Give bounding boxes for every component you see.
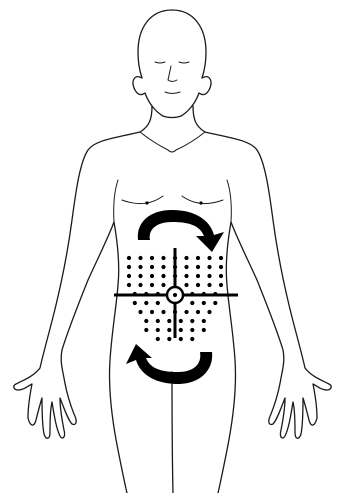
- grid-dot: [156, 319, 160, 323]
- collar-right: [176, 132, 205, 150]
- grid-dot: [213, 301, 217, 305]
- grid-dot: [184, 265, 188, 269]
- grid-dot: [150, 274, 154, 278]
- grid-dot: [207, 274, 211, 278]
- grid-dot: [150, 265, 154, 269]
- grid-dot: [184, 310, 188, 314]
- chest-left: [122, 196, 163, 203]
- mouth: [165, 92, 180, 94]
- grid-dot: [150, 310, 154, 314]
- right-nipple: [199, 201, 202, 204]
- right-armpit: [227, 180, 231, 222]
- grid-dot: [161, 265, 165, 269]
- neck-right: [193, 106, 205, 132]
- chest-right: [182, 196, 223, 203]
- grid-dot: [219, 274, 223, 278]
- grid-dot: [133, 301, 137, 305]
- left-eye: [155, 62, 165, 63]
- grid-dot: [190, 328, 194, 332]
- grid-dot: [156, 328, 160, 332]
- grid-dot: [138, 283, 142, 287]
- grid-dot: [167, 337, 171, 341]
- grid-dot: [127, 265, 131, 269]
- grid-dot: [190, 319, 194, 323]
- sternum-notch: [168, 150, 176, 152]
- right-eye: [179, 62, 189, 63]
- grid-dot: [219, 265, 223, 269]
- grid-dot: [138, 256, 142, 260]
- grid-dot: [184, 256, 188, 260]
- neck-left: [140, 106, 152, 132]
- right-waist: [218, 222, 236, 493]
- nose: [168, 66, 177, 82]
- grid-dot: [138, 310, 142, 314]
- grid-dot: [156, 337, 160, 341]
- left-nipple: [145, 201, 148, 204]
- grid-dot: [202, 301, 206, 305]
- grid-dot: [207, 265, 211, 269]
- grid-dot: [179, 328, 183, 332]
- grid-dot: [167, 328, 171, 332]
- grid-dot: [179, 319, 183, 323]
- grid-dot: [196, 283, 200, 287]
- left-armpit: [114, 180, 118, 222]
- grid-dot: [196, 265, 200, 269]
- grid-dot: [167, 319, 171, 323]
- grid-dot: [161, 310, 165, 314]
- collar-left: [140, 132, 168, 150]
- grid-dot: [196, 256, 200, 260]
- grid-dot: [138, 265, 142, 269]
- grid-dot: [127, 274, 131, 278]
- grid-dot: [156, 301, 160, 305]
- lower-curved-arrow: [126, 344, 212, 384]
- grid-dot: [138, 274, 142, 278]
- grid-dot: [161, 256, 165, 260]
- grid-dot: [144, 319, 148, 323]
- grid-dot: [179, 337, 183, 341]
- grid-dot: [207, 310, 211, 314]
- grid-dot: [144, 301, 148, 305]
- grid-dot: [150, 256, 154, 260]
- left-body-outline: [14, 132, 140, 438]
- grid-dot: [190, 337, 194, 341]
- grid-dot: [207, 283, 211, 287]
- grid-dot: [127, 256, 131, 260]
- grid-dot: [144, 328, 148, 332]
- grid-dot: [161, 283, 165, 287]
- left-waist: [109, 222, 127, 493]
- grid-dot: [196, 274, 200, 278]
- grid-dot: [202, 328, 206, 332]
- grid-dot: [202, 319, 206, 323]
- grid-dot: [184, 274, 188, 278]
- right-body-outline: [205, 132, 331, 438]
- quadrant-axes: [114, 248, 238, 338]
- grid-dot: [161, 274, 165, 278]
- head: [133, 10, 211, 118]
- grid-dot: [196, 310, 200, 314]
- upper-curved-arrow: [138, 210, 224, 252]
- inner-leg-line: [172, 372, 173, 493]
- grid-dot: [150, 283, 154, 287]
- grid-dot: [190, 301, 194, 305]
- navel-dot: [173, 293, 177, 297]
- grid-dot: [207, 256, 211, 260]
- grid-dot: [184, 283, 188, 287]
- grid-dot: [127, 283, 131, 287]
- grid-dot: [219, 256, 223, 260]
- grid-dot: [219, 283, 223, 287]
